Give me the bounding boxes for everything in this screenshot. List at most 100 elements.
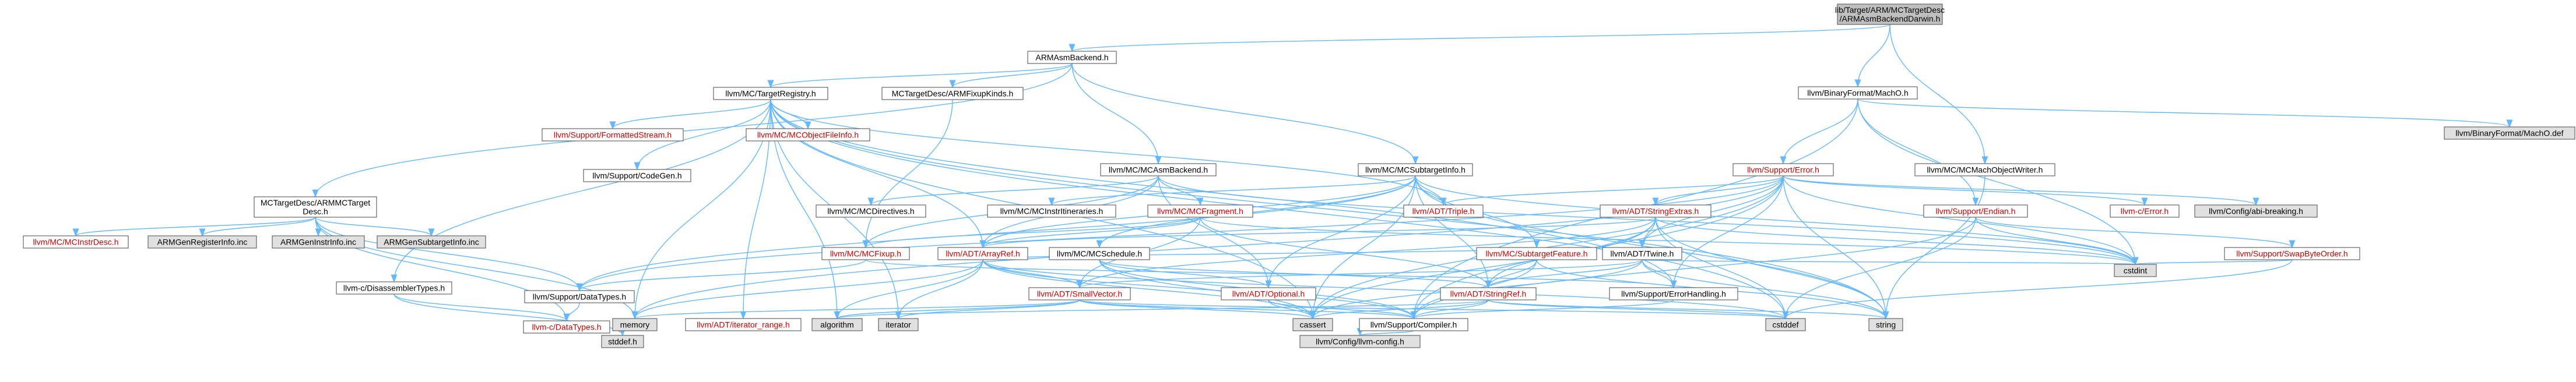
node-c_disassembler[interactable]: llvm-c/DisassemblerTypes.h <box>336 281 452 295</box>
node-box <box>1049 247 1150 260</box>
node-mc_machobjectwriter[interactable]: llvm/MC/MCMachObjectWriter.h <box>1914 163 2055 176</box>
node-label: llvm/MC/MCInstrDesc.h <box>33 238 118 247</box>
node-memory[interactable]: memory <box>612 318 658 331</box>
node-cassert[interactable]: cassert <box>1292 318 1333 331</box>
node-armgenregisterinfo[interactable]: ARMGenRegisterInfo.inc <box>147 235 257 249</box>
node-string[interactable]: string <box>1868 318 1903 331</box>
edge-adt_arrayref-to-compiler <box>982 259 1417 320</box>
edge-mc_machobjectwriter-to-string <box>1882 175 1985 320</box>
node-c_datatypes[interactable]: llvm-c/DataTypes.h <box>523 320 610 334</box>
edge-mc_schedule-to-cassert <box>1099 259 1316 320</box>
edge-c_disassembler-to-stddef <box>393 293 626 337</box>
edge-adt_arrayref-to-adt_smallvector <box>982 259 1083 289</box>
node-adt_arrayref[interactable]: llvm/ADT/ArrayRef.h <box>937 247 1028 260</box>
node-swapbyteorder[interactable]: llvm/Support/SwapByteOrder.h <box>2224 247 2360 260</box>
edge-datatypes-to-c_datatypes <box>563 302 580 322</box>
node-label: llvm/MC/MCAsmBackend.h <box>1109 165 1208 175</box>
node-armgeninstrinfo[interactable]: ARMGenInstrInfo.inc <box>272 235 365 249</box>
node-codegen[interactable]: llvm/Support/CodeGen.h <box>583 169 691 182</box>
node-mc_mcinstrdesc[interactable]: llvm/MC/MCInstrDesc.h <box>23 235 129 249</box>
edge-support_error-to-c_error <box>1783 175 2148 206</box>
node-mc_asmbackend[interactable]: llvm/MC/MCAsmBackend.h <box>1100 163 1217 176</box>
node-label: algorithm <box>820 320 854 330</box>
node-iterator[interactable]: iterator <box>878 318 919 331</box>
node-box <box>1358 163 1473 176</box>
edge-mc_targetregistry-to-codegen <box>634 99 771 171</box>
node-box <box>685 318 802 331</box>
node-label: llvm/MC/MCMachObjectWriter.h <box>1927 165 2043 175</box>
node-box <box>1914 163 2055 176</box>
node-support_endian[interactable]: llvm/Support/Endian.h <box>1923 204 2028 218</box>
edge-adt_twine-to-adt_stringref <box>1485 259 1643 289</box>
node-box <box>1609 287 1738 300</box>
node-armfixupkinds[interactable]: MCTargetDesc/ARMFixupKinds.h <box>881 87 1024 100</box>
node-label: llvm/ADT/iterator_range.h <box>697 320 790 330</box>
node-algorithm[interactable]: algorithm <box>811 318 863 331</box>
node-llvm_config[interactable]: llvm/Config/llvm-config.h <box>1299 335 1421 348</box>
node-box <box>612 318 658 331</box>
node-cstddef[interactable]: cstddef <box>1765 318 1806 331</box>
edge-armmctargetdesc-to-mc_mcinstrdesc <box>72 217 316 237</box>
edge-armasmbackend-to-mc_asmbackend <box>1071 63 1162 165</box>
edge-adt_smallvector-to-algorithm <box>834 299 1080 320</box>
node-mc_targetregistry[interactable]: llvm/MC/TargetRegistry.h <box>713 87 828 100</box>
node-errorhandling[interactable]: llvm/Support/ErrorHandling.h <box>1609 287 1738 300</box>
node-label: ARMGenRegisterInfo.inc <box>157 238 248 247</box>
edge-adt_stringextras-to-cstdint <box>1655 217 2139 266</box>
node-mc_subtargetinfo[interactable]: llvm/MC/MCSubtargetInfo.h <box>1358 163 1473 176</box>
edge-support_endian-to-cstddef <box>1782 217 1976 320</box>
node-label: llvm/BinaryFormat/MachO.h <box>1807 89 1908 98</box>
node-support_error[interactable]: llvm/Support/Error.h <box>1732 163 1834 176</box>
node-box <box>878 318 919 331</box>
node-stddef[interactable]: stddef.h <box>601 335 644 348</box>
node-root[interactable]: lib/Target/ARM/MCTargetDesc/ARMAsmBacken… <box>1835 3 1945 25</box>
node-binaryformat_macho[interactable]: llvm/BinaryFormat/MachO.h <box>1798 86 1918 100</box>
node-box <box>1221 287 1316 300</box>
node-mc_directives[interactable]: llvm/MC/MCDirectives.h <box>816 204 926 218</box>
edge-root-to-mc_machobjectwriter <box>1889 24 1988 165</box>
node-cstdint[interactable]: cstdint <box>2114 264 2157 277</box>
node-mc_subtargetfeature[interactable]: llvm/MC/SubtargetFeature.h <box>1476 247 1597 260</box>
node-abi_breaking[interactable]: llvm/Config/abi-breaking.h <box>2194 204 2318 218</box>
node-iterator_range[interactable]: llvm/ADT/iterator_range.h <box>685 318 802 331</box>
node-box <box>1292 318 1333 331</box>
node-adt_smallvector[interactable]: llvm/ADT/SmallVector.h <box>1028 287 1131 300</box>
node-compiler[interactable]: llvm/Support/Compiler.h <box>1359 318 1468 331</box>
node-label: llvm/Support/FormattedStream.h <box>554 130 672 140</box>
node-mc_instrinfo[interactable]: llvm/MC/MCInstrItineraries.h <box>987 204 1116 218</box>
node-box <box>2110 204 2180 218</box>
node-box <box>1600 204 1712 218</box>
node-box <box>713 87 828 100</box>
node-macho_def[interactable]: llvm/BinaryFormat/MachO.def <box>2444 126 2575 140</box>
node-armgensubtargetinfo[interactable]: ARMGenSubtargetInfo.inc <box>377 235 486 249</box>
node-mc_schedule[interactable]: llvm/MC/MCSchedule.h <box>1049 247 1150 260</box>
node-adt_optional[interactable]: llvm/ADT/Optional.h <box>1221 287 1316 300</box>
node-label: cstdint <box>2124 266 2148 275</box>
edge-adt_smallvector-to-cstddef <box>1079 299 1788 320</box>
node-box <box>254 196 377 218</box>
node-label: Desc.h <box>303 207 328 216</box>
node-adt_stringref[interactable]: llvm/ADT/StringRef.h <box>1440 287 1537 300</box>
node-mc_fragment[interactable]: llvm/MC/MCFragment.h <box>1147 204 1253 218</box>
edge-mc_fixup-to-datatypes <box>576 259 866 292</box>
node-label: stddef.h <box>608 337 637 346</box>
node-formattedstream[interactable]: llvm/Support/FormattedStream.h <box>542 128 684 142</box>
node-adt_stringextras[interactable]: llvm/ADT/StringExtras.h <box>1600 204 1712 218</box>
node-adt_triple[interactable]: llvm/ADT/Triple.h <box>1403 204 1484 218</box>
node-label: llvm-c/DisassemblerTypes.h <box>343 284 445 293</box>
edge-support_error-to-adt_triple <box>1440 175 1784 206</box>
node-mc_fixup[interactable]: llvm/MC/MCFixup.h <box>821 247 910 260</box>
node-mc_objectfileinfo[interactable]: llvm/MC/MCObjectFileInfo.h <box>746 128 870 142</box>
edge-adt_arrayref-to-iterator <box>895 259 983 320</box>
node-armasmbackend[interactable]: ARMAsmBackend.h <box>1027 51 1117 64</box>
node-box <box>2224 247 2360 260</box>
node-label: llvm/ADT/Triple.h <box>1412 207 1475 216</box>
edge-adt_stringref-to-algorithm <box>834 299 1489 320</box>
node-adt_twine[interactable]: llvm/ADT/Twine.h <box>1602 247 1682 260</box>
node-box <box>272 235 365 249</box>
node-c_error[interactable]: llvm-c/Error.h <box>2110 204 2180 218</box>
node-datatypes[interactable]: llvm/Support/DataTypes.h <box>524 290 635 303</box>
node-box <box>2444 126 2575 140</box>
node-label: llvm/ADT/StringRef.h <box>1450 289 1527 299</box>
